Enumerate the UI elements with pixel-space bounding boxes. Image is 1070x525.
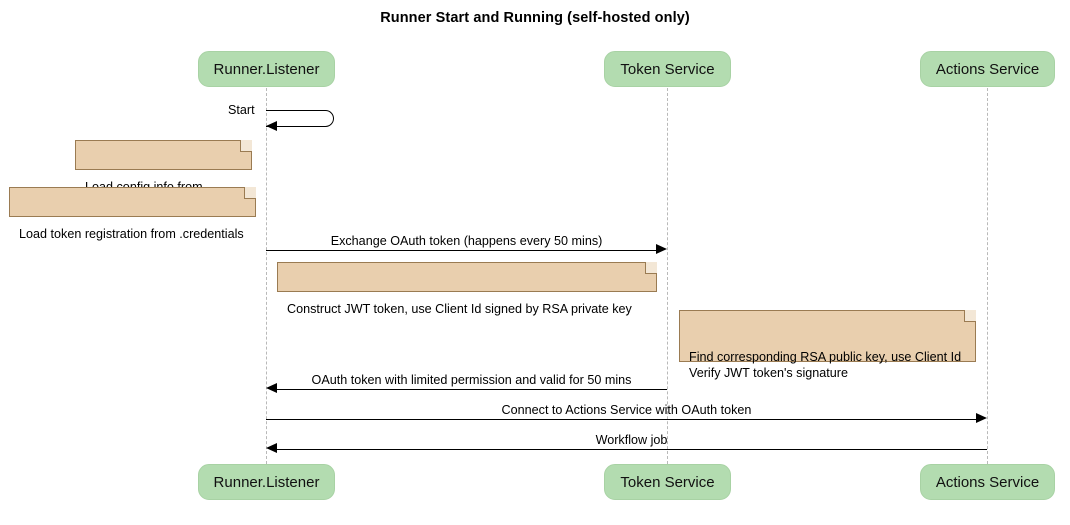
arrow-head-oauth-token-return (266, 383, 277, 393)
note-fold-corner-icon (964, 310, 976, 322)
note-load-config: Load config info from .runner (75, 140, 252, 210)
lifeline-token-service (667, 88, 668, 464)
arrow-head-workflow-job (266, 443, 277, 453)
message-line-exchange-oauth (266, 250, 657, 251)
participant-actions-service-top[interactable]: Actions Service (920, 51, 1055, 87)
self-message-start-loop (266, 110, 334, 127)
participant-label: Token Service (620, 473, 715, 491)
arrow-head-start (266, 121, 277, 131)
message-label-oauth-token-return: OAuth token with limited permission and … (311, 373, 632, 387)
note-text: Construct JWT token, use Client Id signe… (287, 302, 632, 316)
participant-label: Token Service (620, 60, 715, 78)
message-label-exchange-oauth: Exchange OAuth token (happens every 50 m… (330, 234, 603, 248)
participant-runner-listener-top[interactable]: Runner.Listener (198, 51, 335, 87)
note-fold-corner-icon (244, 187, 256, 199)
message-label-start: Start (228, 103, 255, 117)
participant-label: Actions Service (935, 473, 1040, 491)
note-fold-corner-icon (240, 140, 252, 152)
note-verify-jwt: Find corresponding RSA public key, use C… (679, 310, 976, 380)
participant-label: Runner.Listener (213, 60, 320, 78)
lifeline-actions-service (987, 88, 988, 464)
note-construct-jwt: Construct JWT token, use Client Id signe… (277, 262, 657, 316)
message-line-connect-actions (266, 419, 977, 420)
participant-actions-service-bottom[interactable]: Actions Service (920, 464, 1055, 500)
participant-label: Runner.Listener (213, 473, 320, 491)
note-text: Find corresponding RSA public key, use C… (689, 350, 962, 380)
note-text: Load token registration from .credential… (19, 227, 244, 241)
lifeline-runner-listener (266, 88, 267, 464)
message-line-workflow-job (276, 449, 987, 450)
page-title: Runner Start and Running (self-hosted on… (380, 10, 690, 26)
arrow-head-exchange-oauth (656, 244, 667, 254)
message-label-connect-actions: Connect to Actions Service with OAuth to… (501, 403, 752, 417)
message-line-oauth-token-return (276, 389, 667, 390)
note-fold-corner-icon (645, 262, 657, 274)
participant-token-service-top[interactable]: Token Service (604, 51, 731, 87)
participant-token-service-bottom[interactable]: Token Service (604, 464, 731, 500)
message-label-workflow-job: Workflow job (595, 433, 668, 447)
note-load-token-registration: Load token registration from .credential… (9, 187, 256, 241)
arrow-head-connect-actions (976, 413, 987, 423)
participant-label: Actions Service (935, 60, 1040, 78)
participant-runner-listener-bottom[interactable]: Runner.Listener (198, 464, 335, 500)
